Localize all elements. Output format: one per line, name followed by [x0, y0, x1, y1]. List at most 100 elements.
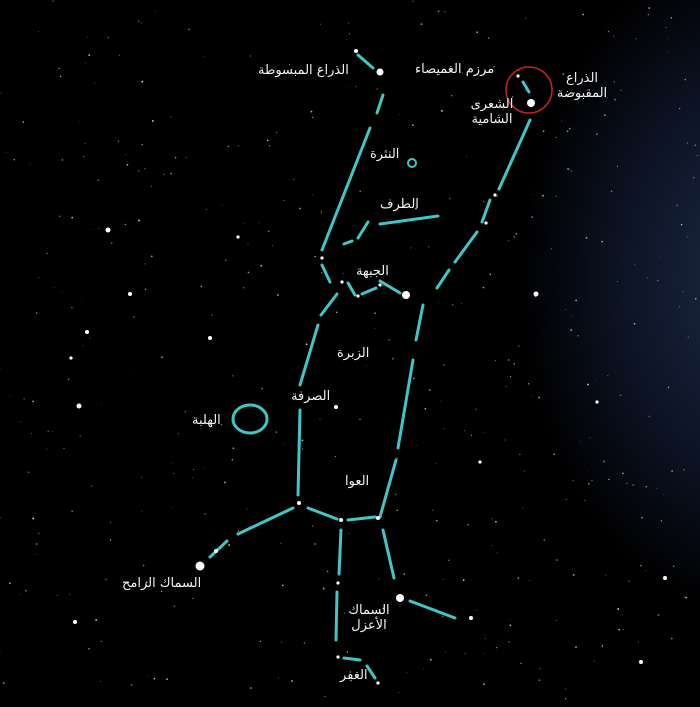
faint-star — [321, 210, 322, 212]
faint-star — [9, 395, 11, 397]
faint-star — [97, 179, 99, 182]
faint-star — [684, 596, 686, 598]
faint-star — [452, 304, 454, 306]
faint-star — [58, 67, 60, 69]
star — [478, 460, 482, 464]
faint-star — [35, 553, 37, 555]
faint-star — [322, 587, 325, 590]
faint-star — [319, 23, 322, 26]
line-segment — [414, 303, 425, 342]
faint-star — [444, 11, 446, 13]
faint-star — [510, 376, 512, 378]
faint-star — [342, 273, 344, 275]
faint-star — [359, 190, 361, 192]
faint-star — [38, 277, 40, 279]
star — [85, 330, 89, 334]
faint-star — [32, 517, 35, 520]
faint-star — [133, 316, 135, 318]
faint-star — [505, 386, 507, 387]
faint-star — [32, 400, 34, 403]
faint-star — [685, 596, 688, 599]
faint-star — [98, 227, 100, 230]
faint-star — [52, 0, 54, 2]
star — [336, 655, 340, 659]
faint-star — [520, 662, 522, 665]
faint-star — [350, 679, 352, 682]
line-segment — [296, 408, 302, 497]
faint-star — [622, 472, 624, 474]
label-arm-extended: الذراع المبسوطة — [258, 63, 349, 78]
faint-star — [591, 479, 593, 482]
faint-star — [441, 109, 443, 112]
faint-star — [396, 457, 399, 459]
faint-star — [19, 593, 21, 595]
star — [639, 660, 643, 664]
faint-star — [555, 136, 557, 139]
faint-star — [659, 257, 661, 258]
faint-star — [359, 418, 361, 421]
faint-star — [46, 448, 48, 450]
line-segment — [480, 198, 492, 224]
line-segment — [356, 53, 375, 70]
faint-star — [376, 88, 378, 90]
faint-star — [462, 579, 465, 582]
faint-star — [58, 215, 61, 218]
faint-star — [633, 322, 636, 325]
faint-star — [324, 695, 326, 698]
faint-star — [573, 92, 575, 94]
faint-star — [281, 584, 284, 587]
faint-star — [656, 488, 658, 490]
faint-star — [582, 13, 584, 16]
faint-star — [69, 593, 71, 595]
star — [533, 291, 539, 297]
faint-star — [616, 165, 619, 167]
faint-star — [38, 30, 39, 32]
faint-star — [93, 229, 95, 230]
faint-star — [564, 697, 567, 700]
faint-star — [305, 343, 308, 346]
faint-star — [566, 130, 569, 133]
faint-star — [467, 523, 470, 526]
line-segment — [298, 323, 320, 387]
faint-star — [464, 652, 466, 655]
faint-star — [118, 54, 120, 56]
faint-star — [225, 259, 227, 261]
faint-star — [386, 219, 388, 221]
label-nathra: النثرة — [370, 147, 400, 162]
faint-star — [438, 301, 439, 303]
faint-star — [326, 570, 329, 573]
faint-star — [100, 681, 102, 683]
faint-star — [696, 154, 699, 157]
faint-star — [660, 520, 663, 522]
faint-star — [237, 145, 240, 147]
star — [297, 501, 301, 505]
star — [527, 99, 535, 107]
faint-star — [242, 287, 245, 289]
star — [595, 400, 599, 404]
faint-star — [403, 573, 406, 575]
faint-star — [47, 430, 50, 433]
faint-star — [170, 172, 172, 175]
faint-star — [79, 120, 81, 122]
faint-star — [416, 445, 418, 446]
faint-star — [529, 580, 530, 581]
label-zubra: الزبرة — [337, 346, 370, 361]
faint-star — [437, 10, 440, 13]
faint-star — [83, 156, 85, 158]
faint-star — [13, 159, 15, 161]
faint-star — [289, 221, 290, 223]
faint-star — [565, 498, 567, 500]
line-segment — [497, 118, 532, 191]
faint-star — [140, 22, 142, 24]
faint-star — [510, 620, 511, 621]
faint-star — [557, 543, 559, 545]
faint-star — [667, 39, 669, 41]
faint-star — [483, 683, 485, 686]
faint-star — [614, 99, 616, 101]
faint-star — [398, 692, 399, 693]
faint-star — [648, 415, 651, 418]
faint-star — [406, 671, 408, 673]
faint-star — [435, 463, 437, 464]
faint-star — [487, 37, 490, 39]
faint-star — [504, 439, 506, 441]
